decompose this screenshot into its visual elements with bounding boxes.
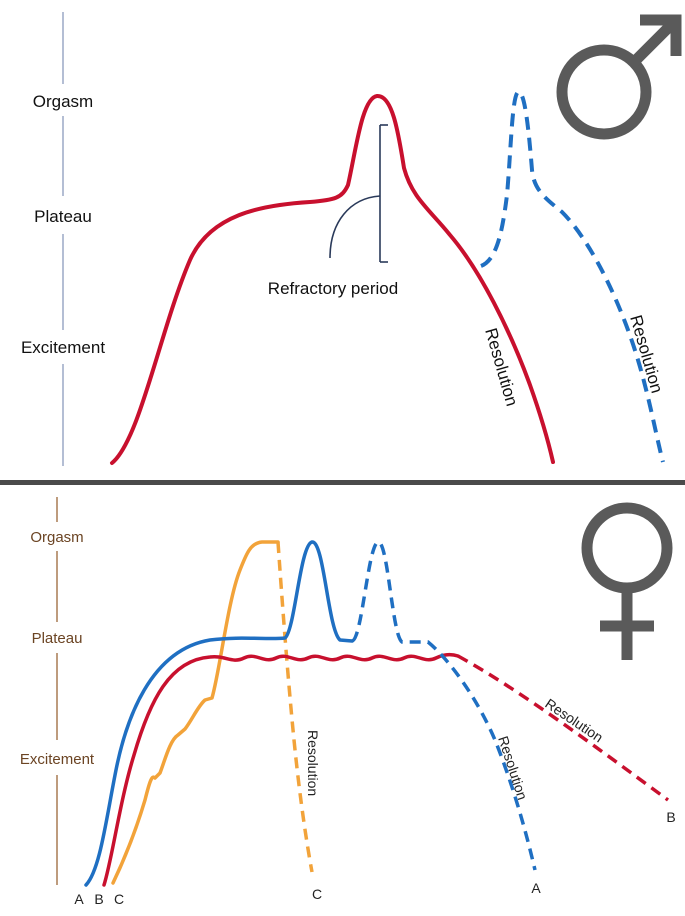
male-symbol-icon [556,14,682,140]
female-start-b: B [94,891,103,907]
female-resolution-c-label: Resolution [305,730,321,796]
panel-divider [0,480,685,485]
female-start-a: A [74,891,84,907]
refractory-period-label: Refractory period [268,279,398,298]
female-symbol-icon [581,502,673,660]
female-axis-plateau: Plateau [32,630,83,647]
female-resolution-b-label: Resolution [542,695,606,745]
female-start-c: C [114,891,124,907]
female-axis-orgasm: Orgasm [30,529,83,546]
female-curve-b-dashed [457,654,670,802]
female-curve-b-solid [102,652,460,887]
male-axis-plateau: Plateau [34,207,92,226]
male-second-orgasm-dashed [480,90,665,463]
female-curve-a-dashed [350,540,537,871]
male-resolution-dashed-label: Resolution [626,313,666,395]
female-end-a: A [531,880,541,896]
male-response-curve [110,94,555,465]
male-panel: Orgasm Plateau Excitement Refractory per… [21,12,682,466]
female-axis-excitement: Excitement [20,751,95,768]
female-curve-c-dashed [276,541,314,873]
refractory-bracket [329,124,388,263]
female-curve-a-solid [84,540,354,887]
female-curve-c-solid [111,540,280,885]
male-axis-excitement: Excitement [21,338,105,357]
female-end-c: C [312,886,322,902]
female-end-b: B [666,809,675,825]
male-axis-orgasm: Orgasm [33,92,93,111]
male-resolution-solid-label: Resolution [481,326,521,408]
female-panel: Orgasm Plateau Excitement Resolution Res… [20,497,676,907]
female-resolution-a-label: Resolution [495,734,531,802]
